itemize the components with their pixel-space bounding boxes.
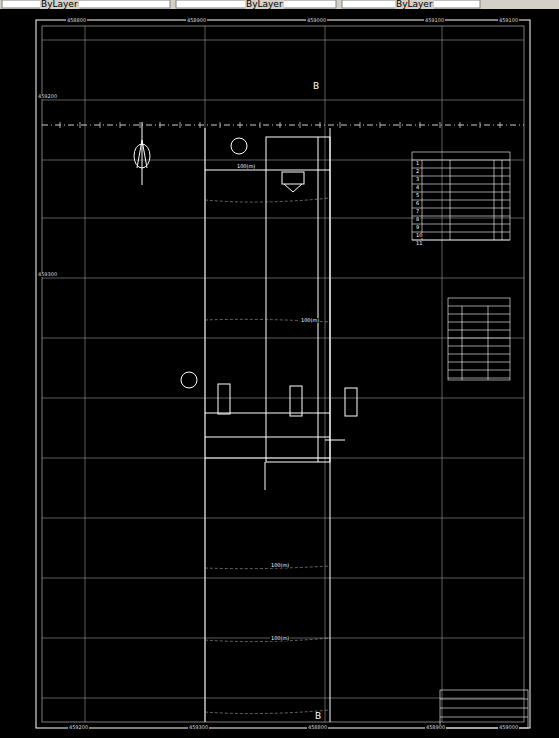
tables: [412, 152, 528, 728]
grid-coordinate: 458900: [425, 725, 446, 730]
color-dropdown: [176, 0, 336, 8]
drawing-frame: [36, 20, 530, 728]
toolbar-text: ByLayer: [40, 0, 79, 9]
dimension: 100(m): [300, 318, 320, 323]
toolbar-text: ByLayer: [395, 0, 434, 9]
grid-coordinate: 459000: [498, 725, 519, 730]
grid-coordinate: 459300: [37, 272, 58, 277]
boundary-line: [42, 125, 524, 126]
grid-coordinate: 459300: [188, 725, 209, 730]
table-number: 8: [415, 217, 420, 222]
grid-coordinate: 458900: [186, 18, 207, 23]
table-number: 3: [415, 177, 420, 182]
grid-coordinate: 459100: [498, 18, 519, 23]
table-number: 6: [415, 201, 420, 206]
layer-dropdown: [2, 0, 170, 8]
grid-coordinate: 459000: [306, 18, 327, 23]
dimension: 100(m): [270, 636, 290, 641]
grid-coordinate: 458800: [307, 725, 328, 730]
toolbar-text: ByLayer: [245, 0, 284, 9]
table-number: 9: [415, 225, 420, 230]
table-number: 11: [415, 241, 423, 246]
grid-coordinate: 458800: [66, 18, 87, 23]
section-mark: B: [314, 712, 322, 721]
boundary-ticks: [60, 122, 500, 128]
grid-coordinate: 459200: [37, 94, 58, 99]
structure-outline: [181, 128, 357, 722]
dimension: 100(m): [270, 563, 290, 568]
table-number: 2: [415, 169, 420, 174]
section-mark: B: [312, 82, 320, 91]
inner-frame: [42, 26, 524, 722]
table-number: 7: [415, 209, 420, 214]
grid-coordinate: 459100: [424, 18, 445, 23]
table-number: 4: [415, 185, 420, 190]
grid-coordinate: 459200: [68, 725, 89, 730]
north-arrow: [134, 122, 150, 185]
table-number: 1: [415, 161, 420, 166]
toolbar: [0, 0, 559, 9]
table-number: 10: [415, 233, 423, 238]
coordinate-grid: [42, 26, 524, 722]
dimension: 100(m): [236, 164, 256, 169]
contour-lines: [205, 198, 330, 714]
linetype-dropdown: [342, 0, 480, 8]
table-number: 5: [415, 193, 420, 198]
